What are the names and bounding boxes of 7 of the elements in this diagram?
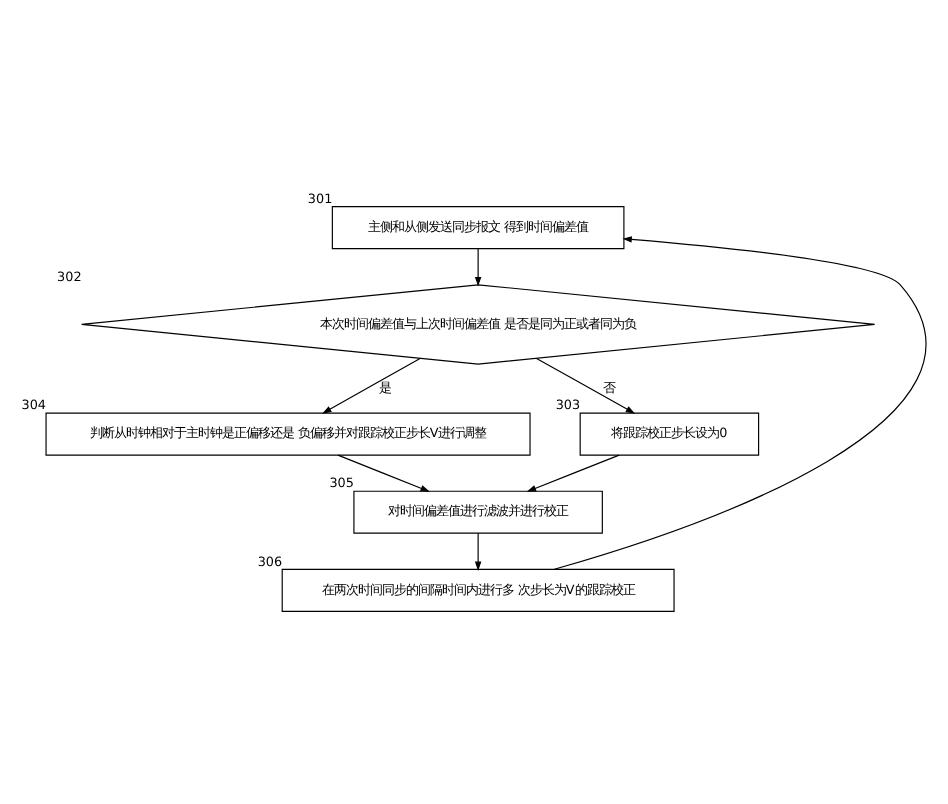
arrow [337, 454, 430, 492]
arrow [526, 454, 620, 492]
arrow [474, 248, 482, 287]
arrow [474, 532, 482, 571]
arrow [322, 357, 421, 414]
arrow [553, 236, 927, 570]
arrow [535, 357, 636, 414]
